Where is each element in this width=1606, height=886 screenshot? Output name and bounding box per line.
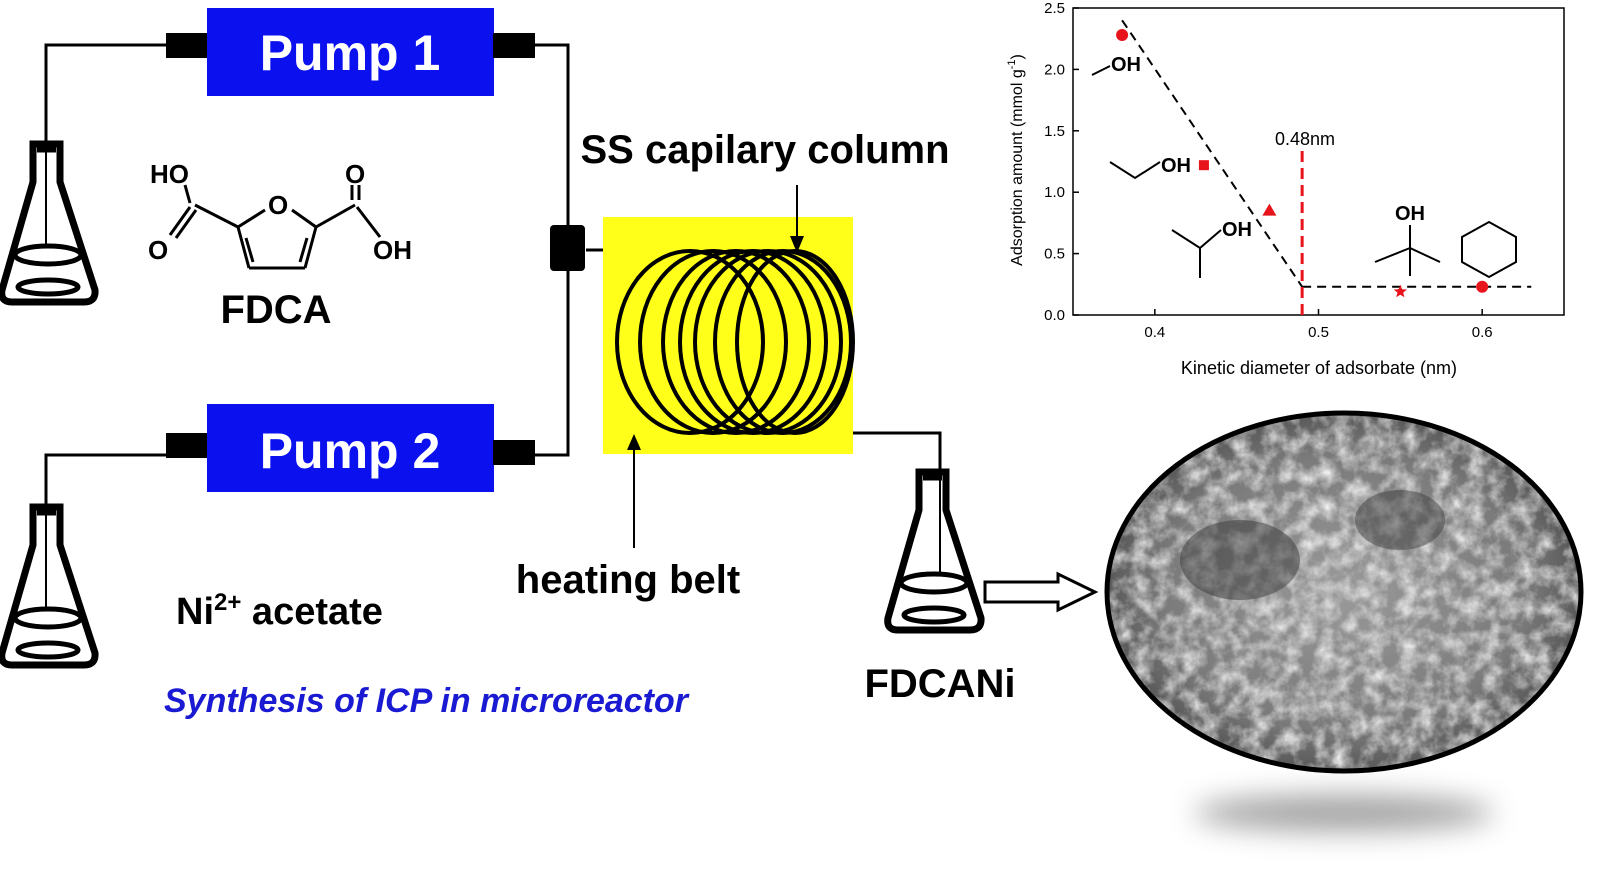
flask-icon: [0, 503, 99, 669]
svg-text:OH: OH: [1111, 54, 1141, 76]
trend-lines: [1121, 19, 1532, 288]
pump-1-body: [207, 8, 494, 96]
x-tick-label: 0.6: [1472, 324, 1493, 341]
fdca-structure: [168, 184, 382, 270]
data-point: [1262, 203, 1277, 216]
data-point: [1116, 29, 1129, 42]
isopropanol-structure: OH: [1171, 219, 1252, 278]
x-tick-label: 0.5: [1308, 324, 1329, 341]
svg-text:OH: OH: [1395, 203, 1425, 225]
y-ticks: 0.0 0.5 1.0 1.5 2.0 2.5: [1044, 0, 1079, 324]
tert-butanol-structure: OH: [1374, 203, 1441, 276]
y-axis-label: Adsorption amount (mmol g-1): [1006, 54, 1026, 266]
ethanol-structure: OH: [1109, 155, 1191, 180]
t-junction-connector: [550, 225, 585, 271]
trend-line: [1121, 19, 1303, 288]
y-tick-label: 2.0: [1044, 61, 1065, 78]
y-tick-label: 0.5: [1044, 246, 1065, 263]
cyclohexane-structure: [1461, 220, 1517, 279]
pump-2: Pump 2: [166, 404, 535, 492]
caption: Synthesis of ICP in microreactor: [164, 682, 690, 720]
data-points: [1116, 29, 1489, 298]
y-tick-label: 1.5: [1044, 123, 1065, 140]
product-label: FDCANi: [864, 662, 1015, 706]
pump-1-inlet-fitting: [166, 33, 208, 58]
x-ticks: 0.4 0.5 0.6: [1144, 309, 1493, 341]
fdca-o-ring: O: [268, 190, 288, 220]
heating-belt-arrow: [627, 434, 641, 548]
tube-flask2-pump2: [44, 453, 166, 510]
plot-frame: [1072, 7, 1565, 316]
y-tick-label: 0.0: [1044, 307, 1065, 324]
threshold-label: 0.48nm: [1275, 129, 1335, 149]
fdca-label: FDCA: [220, 288, 331, 332]
svg-text:OH: OH: [1161, 155, 1191, 177]
fdca-o-right: O: [345, 159, 365, 189]
flask-icon: [884, 468, 985, 634]
pump-2-label: Pump 2: [260, 423, 441, 479]
y-tick-label: 2.5: [1044, 0, 1065, 17]
y-tick-label: 1.0: [1044, 184, 1065, 201]
capillary-label: SS capilary column: [580, 128, 949, 172]
methanol-structure: OH: [1091, 54, 1141, 76]
capillary-arrow: [790, 185, 804, 253]
flask-icon: [0, 140, 99, 306]
pump-2-outlet-fitting: [493, 440, 535, 465]
pump-1-label: Pump 1: [260, 25, 441, 81]
fdca-ho: HO: [150, 159, 189, 189]
tubing: [44, 43, 942, 510]
pump-2-inlet-fitting: [166, 433, 208, 458]
fdca-atom-labels: HO O O O OH: [148, 159, 412, 265]
data-point: [1198, 160, 1209, 171]
adsorption-chart: 0.4 0.5 0.6 0.0 0.5 1.0 1.5 2.0 2.5 Kinetic dia…: [1006, 0, 1565, 378]
tube-coil-flask3: [833, 431, 942, 472]
pump-1-outlet-fitting: [493, 33, 535, 58]
pump-2-body: [207, 404, 494, 492]
capillary-coil-icon: [615, 249, 855, 435]
svg-text:OH: OH: [1222, 219, 1252, 241]
data-point: [1393, 284, 1407, 298]
x-tick-label: 0.4: [1144, 324, 1165, 341]
pump-1: Pump 1: [166, 8, 535, 96]
tube-flask1-pump1: [44, 43, 166, 148]
heating-belt-label: heating belt: [516, 558, 740, 602]
x-axis-label: Kinetic diameter of adsorbate (nm): [1181, 358, 1457, 378]
data-point: [1476, 280, 1489, 293]
fdca-o-left: O: [148, 235, 168, 265]
fdca-oh: OH: [373, 235, 412, 265]
sem-shadow: [1194, 795, 1494, 831]
hollow-arrow-icon: [983, 571, 1099, 613]
ni-acetate-label: Ni2+ acetate: [176, 589, 383, 633]
sem-micrograph-icon: [1104, 410, 1584, 774]
